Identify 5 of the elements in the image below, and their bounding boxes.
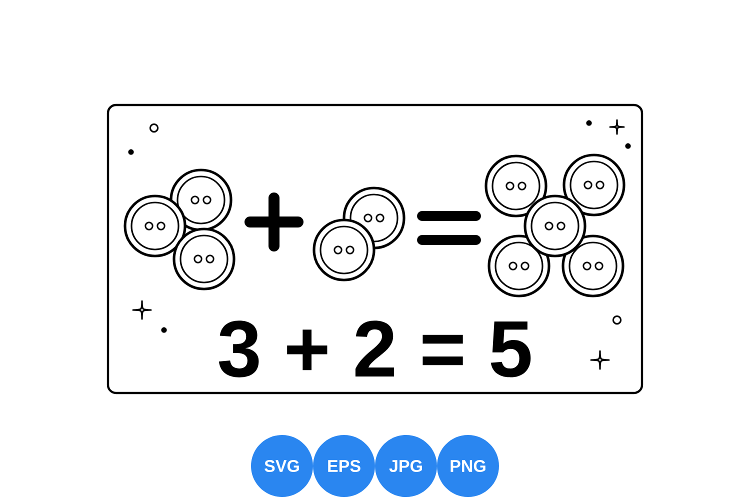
- equation-text: 3 + 2 = 5: [218, 320, 531, 378]
- format-badge: JPG: [375, 435, 437, 497]
- format-badge: PNG: [437, 435, 499, 497]
- format-badge: SVG: [251, 435, 313, 497]
- format-badge: EPS: [313, 435, 375, 497]
